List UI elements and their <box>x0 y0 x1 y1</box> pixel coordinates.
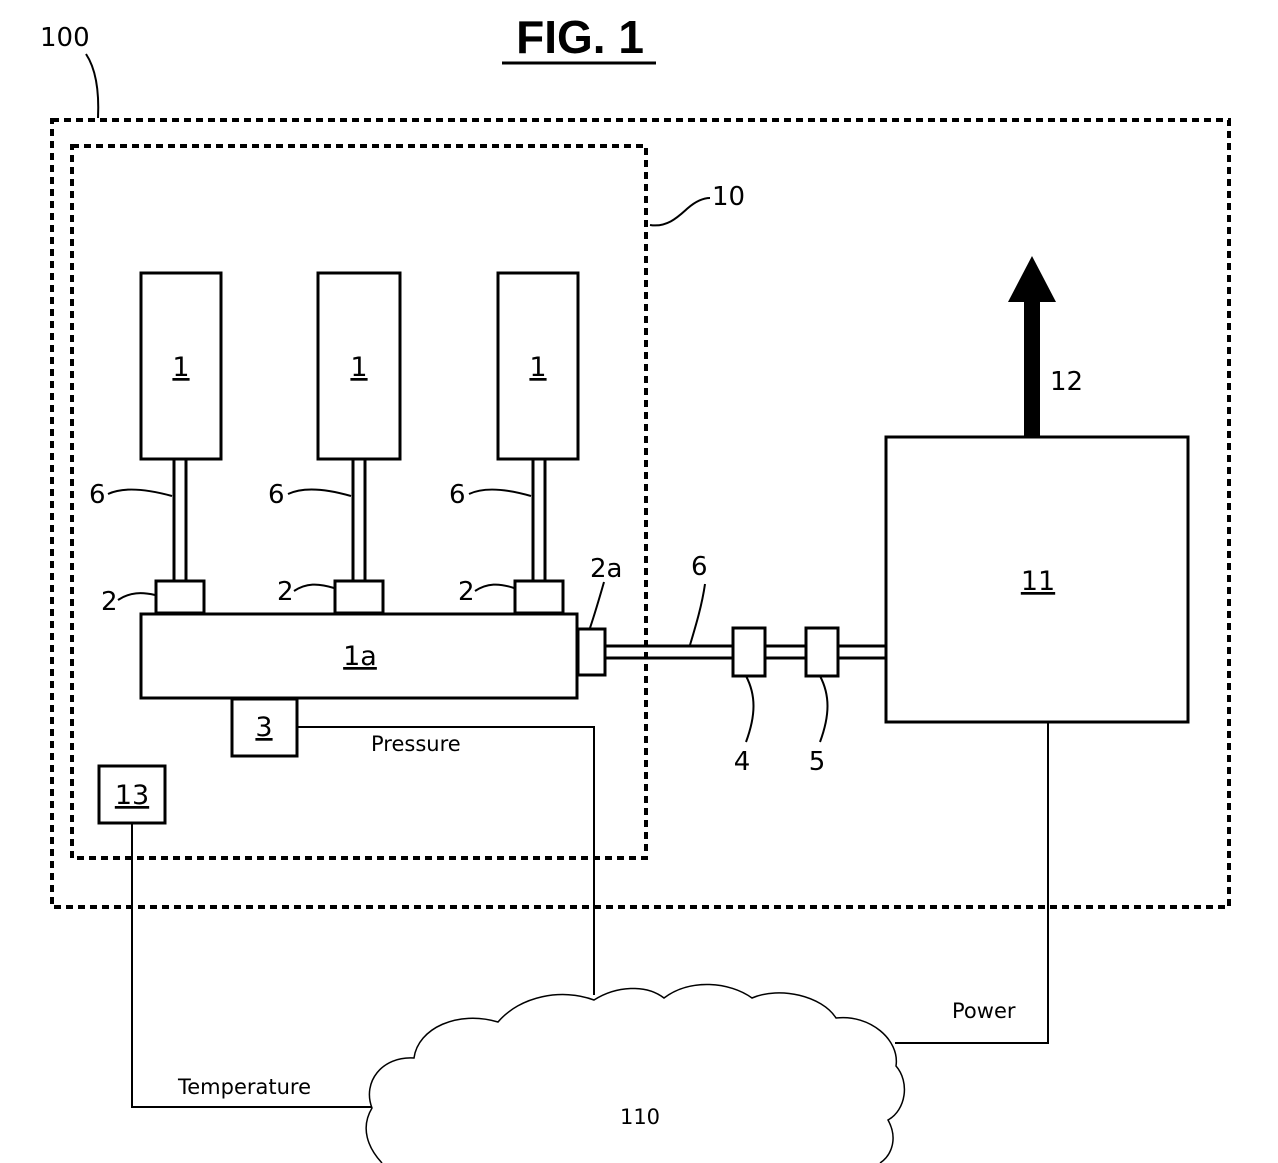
pressure-sensor-label: 3 <box>255 712 272 743</box>
storage-boundary-10 <box>72 146 646 858</box>
storage-ref-label: 10 <box>712 182 745 212</box>
component-4 <box>733 628 765 676</box>
outlet-valve-ref: 2a <box>590 554 622 584</box>
tube-2-ref: 6 <box>268 480 285 510</box>
cylinder-2-label: 1 <box>350 352 367 383</box>
cylinder-3-label: 1 <box>529 352 546 383</box>
valve-1-leader <box>118 593 155 600</box>
component-5-ref: 5 <box>809 747 826 777</box>
valve-3-leader <box>475 585 514 591</box>
outlet-tube-ref: 6 <box>691 552 708 582</box>
output-arrow-shaft <box>1024 300 1040 437</box>
system-ref-leader <box>86 54 98 118</box>
outlet-tube-leader <box>690 584 705 645</box>
component-5 <box>806 628 838 676</box>
tube-2-leader <box>288 490 351 496</box>
component-4-leader <box>746 676 754 742</box>
cylinder-1-label: 1 <box>172 352 189 383</box>
valve-3-ref: 2 <box>458 577 475 607</box>
component-5-leader <box>820 676 828 742</box>
valve-3 <box>515 581 563 613</box>
valve-1 <box>156 581 204 613</box>
manifold-label: 1a <box>343 641 377 672</box>
temperature-signal-line <box>132 823 372 1107</box>
storage-ref-leader <box>650 198 710 225</box>
tube-1-ref: 6 <box>89 480 106 510</box>
valve-2-ref: 2 <box>277 577 294 607</box>
temperature-sensor-label: 13 <box>115 780 149 811</box>
power-signal-label: Power <box>952 999 1016 1023</box>
valve-2 <box>335 581 383 613</box>
tube-1 <box>174 459 186 581</box>
power-signal-line <box>895 722 1048 1043</box>
output-ref: 12 <box>1050 367 1083 397</box>
network-ref: 110 <box>620 1105 660 1129</box>
generator-label: 11 <box>1021 566 1055 597</box>
outlet-valve-leader <box>590 582 604 628</box>
outlet-valve-2a <box>578 629 605 675</box>
pressure-signal-line <box>297 727 594 995</box>
figure-title: FIG. 1 <box>516 11 644 63</box>
tube-2 <box>353 459 365 581</box>
tube-1-leader <box>108 490 172 496</box>
temperature-signal-label: Temperature <box>177 1075 311 1099</box>
system-ref-label: 100 <box>40 23 90 53</box>
tube-3-ref: 6 <box>449 480 466 510</box>
valve-1-ref: 2 <box>101 587 118 617</box>
output-arrow-head <box>1008 256 1056 302</box>
tube-3-leader <box>469 490 531 496</box>
pressure-signal-label: Pressure <box>371 732 461 756</box>
network-cloud-110 <box>366 984 904 1163</box>
tube-3 <box>533 459 545 581</box>
component-4-ref: 4 <box>734 747 751 777</box>
valve-2-leader <box>294 585 334 591</box>
